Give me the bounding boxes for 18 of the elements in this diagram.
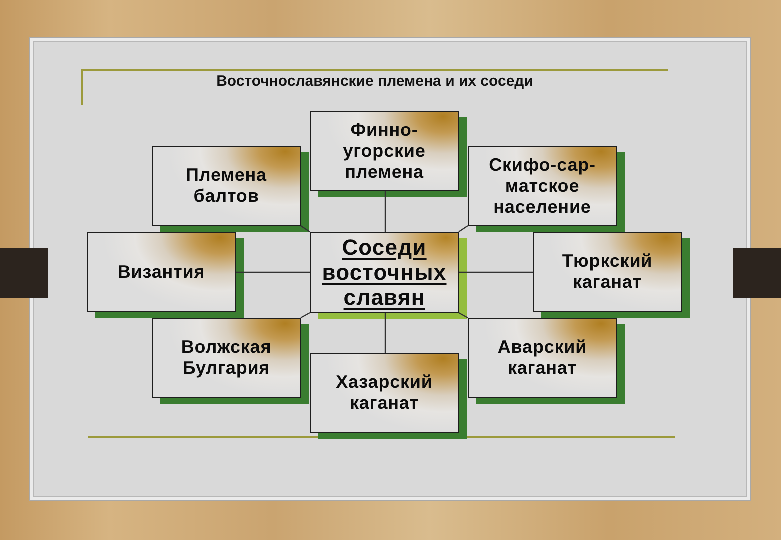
connector-line [458, 312, 468, 319]
connector-line [236, 272, 310, 274]
central-label: Соседи восточных славян [321, 235, 448, 310]
node-label: Аварский каганат [496, 337, 588, 379]
connector-line [459, 272, 533, 274]
connector-line [384, 191, 386, 232]
connector-line [300, 226, 310, 232]
connector-line [300, 312, 310, 319]
connector-line [458, 226, 468, 232]
node-label: Финно- угорские племена [342, 120, 427, 182]
node-label: Хазарский каганат [335, 372, 434, 414]
connector-line [384, 313, 386, 353]
node-label: Византия [118, 262, 206, 282]
diagram-title: Восточнославянские племена и их соседи [216, 73, 534, 90]
node-label: Тюркский каганат [561, 251, 654, 293]
node-label: Волжская Булгария [180, 337, 273, 379]
node-label: Скифо-сар- матское население [488, 154, 597, 218]
node-label: Племена балтов [185, 165, 268, 207]
